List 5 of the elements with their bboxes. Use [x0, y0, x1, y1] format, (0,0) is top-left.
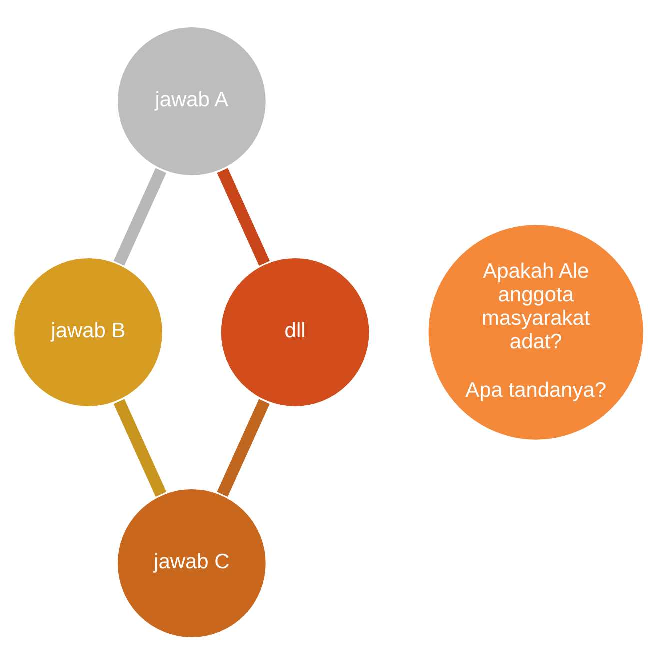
connector	[114, 398, 167, 496]
connector	[114, 168, 167, 266]
connector	[217, 398, 270, 496]
connector	[217, 168, 270, 266]
node-circle: Apakah Ale anggota masyarakat adat? Apa tandanya?	[426, 222, 646, 442]
